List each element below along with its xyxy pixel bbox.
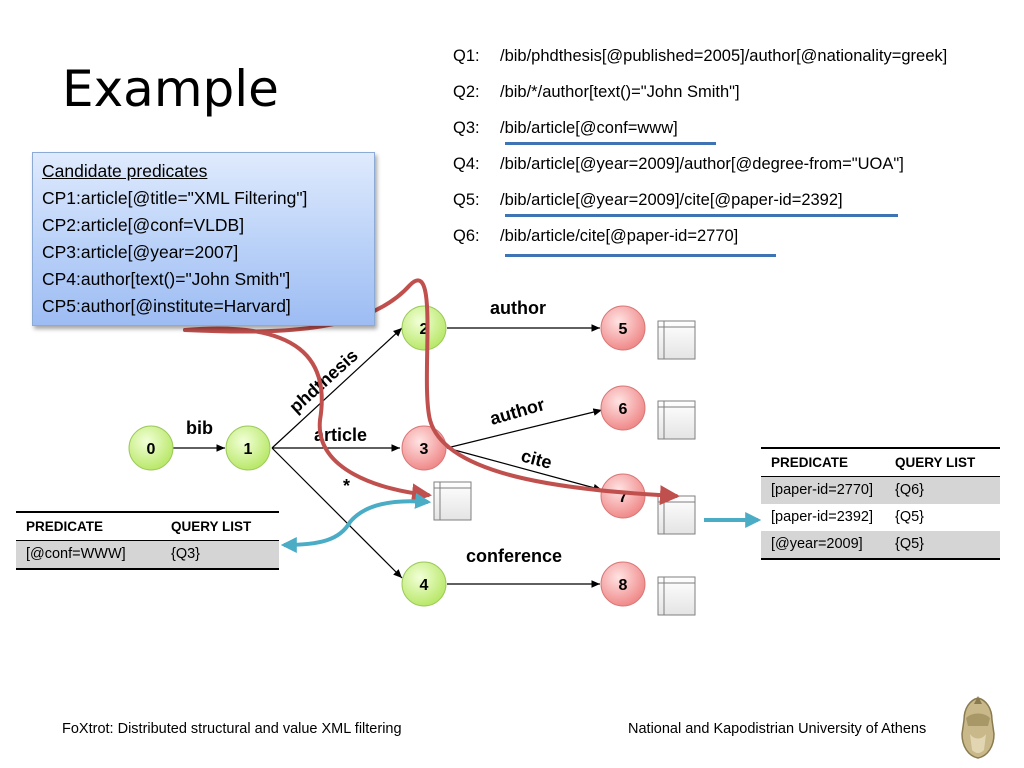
query-text: /bib/*/author[text()="John Smith"] <box>500 83 740 101</box>
query-text: /bib/article[@year=2009]/author[@degree-… <box>500 155 904 173</box>
predicate-cell: [paper-id=2770] <box>761 476 885 504</box>
query-list-cell: {Q6} <box>885 476 1000 504</box>
node-7: 7 <box>600 473 646 519</box>
slide-title: Example <box>62 60 279 118</box>
footer-right-text: National and Kapodistrian University of … <box>628 721 927 737</box>
edge-label-author-2-5: author <box>490 298 546 318</box>
query-id: Q6: <box>453 227 480 245</box>
node-label: 1 <box>244 441 253 458</box>
footer-left-text: FoXtrot: Distributed structural and valu… <box>62 721 402 737</box>
query-text: /bib/article[@year=2009]/cite[@paper-id=… <box>500 191 843 209</box>
query-text: /bib/article/cite[@paper-id=2770] <box>500 227 739 245</box>
edge-wildcard <box>271 447 403 579</box>
node-label: 6 <box>619 401 628 418</box>
query-id: Q4: <box>453 155 480 173</box>
table-header-row: PREDICATE QUERY LIST <box>761 447 1000 477</box>
candidate-predicates-heading: Candidate predicates <box>42 161 208 181</box>
query-list-cell: {Q3} <box>161 540 279 570</box>
candidate-predicate-item: CP3:article[@year=2007] <box>42 242 239 262</box>
node-5: 5 <box>600 305 646 351</box>
predicate-table-right: PREDICATE QUERY LIST [paper-id=2770] {Q6… <box>761 447 1000 560</box>
predicate-cell: [@year=2009] <box>761 531 885 560</box>
link-arrow-left-table <box>280 492 432 553</box>
query-text: /bib/article[@conf=www] <box>500 119 678 137</box>
document-icon <box>433 481 472 521</box>
node-label: 2 <box>420 321 429 338</box>
node-6: 6 <box>600 385 646 431</box>
query-q6-underline <box>505 254 776 257</box>
query-text: /bib/phdthesis[@published=2005]/author[@… <box>500 47 948 65</box>
node-3: 3 <box>401 425 447 471</box>
table-row: [paper-id=2392] {Q5} <box>761 504 1000 531</box>
candidate-predicate-item: CP5:author[@institute=Harvard] <box>42 296 291 316</box>
node-label: 4 <box>420 577 429 594</box>
node-label: 0 <box>147 441 156 458</box>
table-row: [@year=2009] {Q5} <box>761 531 1000 560</box>
edge-phdthesis <box>271 327 403 449</box>
node-label: 7 <box>619 489 628 506</box>
edge-label-wildcard: * <box>343 476 350 496</box>
node-label: 8 <box>619 577 628 594</box>
edge-cite-3-7 <box>446 447 603 492</box>
candidate-predicate-item: CP2:article[@conf=VLDB] <box>42 215 245 235</box>
document-icon <box>657 495 696 535</box>
edge-author-3-6 <box>446 408 603 449</box>
node-4: 4 <box>401 561 447 607</box>
column-header: QUERY LIST <box>885 447 1000 477</box>
query-q5-underline <box>505 214 898 217</box>
query-id: Q1: <box>453 47 480 65</box>
query-id: Q3: <box>453 119 480 137</box>
query-list-cell: {Q5} <box>885 531 1000 560</box>
document-icon <box>657 320 696 360</box>
column-header: PREDICATE <box>16 511 161 541</box>
node-0: 0 <box>128 425 174 471</box>
edge-label-bib: bib <box>186 418 213 438</box>
predicate-cell: [paper-id=2392] <box>771 509 873 525</box>
table-row: [@conf=WWW] {Q3} <box>16 540 279 570</box>
table-header-row: PREDICATE QUERY LIST <box>16 511 279 541</box>
highlight-path-wildcard <box>183 326 432 504</box>
candidate-predicate-item: CP4:author[text()="John Smith"] <box>42 269 291 289</box>
candidate-predicates-box: Candidate predicates CP1:article[@title=… <box>32 152 375 326</box>
athena-helmet-logo-icon <box>961 696 995 759</box>
edge-label-author-3-6: author <box>488 394 547 429</box>
candidate-predicate-item: CP1:article[@title="XML Filtering"] <box>42 188 308 208</box>
query-id: Q5: <box>453 191 480 209</box>
edge-label-conference-4-8: conference <box>466 546 562 566</box>
node-label: 3 <box>420 441 429 458</box>
document-icon <box>657 400 696 440</box>
query-q3-underline <box>505 142 716 145</box>
node-8: 8 <box>600 561 646 607</box>
column-header: PREDICATE <box>761 447 885 477</box>
table-row: [paper-id=2770] {Q6} <box>761 476 1000 504</box>
query-id: Q2: <box>453 83 480 101</box>
predicate-cell: [@conf=WWW] <box>16 540 161 570</box>
edge-label-article: article <box>314 425 367 445</box>
node-label: 5 <box>619 321 628 338</box>
query-list-cell: {Q5} <box>895 509 925 525</box>
node-2: 2 <box>401 305 447 351</box>
predicate-table-left: PREDICATE QUERY LIST [@conf=WWW] {Q3} <box>16 511 279 570</box>
node-1: 1 <box>225 425 271 471</box>
column-header: QUERY LIST <box>161 511 279 541</box>
document-icon <box>657 576 696 616</box>
